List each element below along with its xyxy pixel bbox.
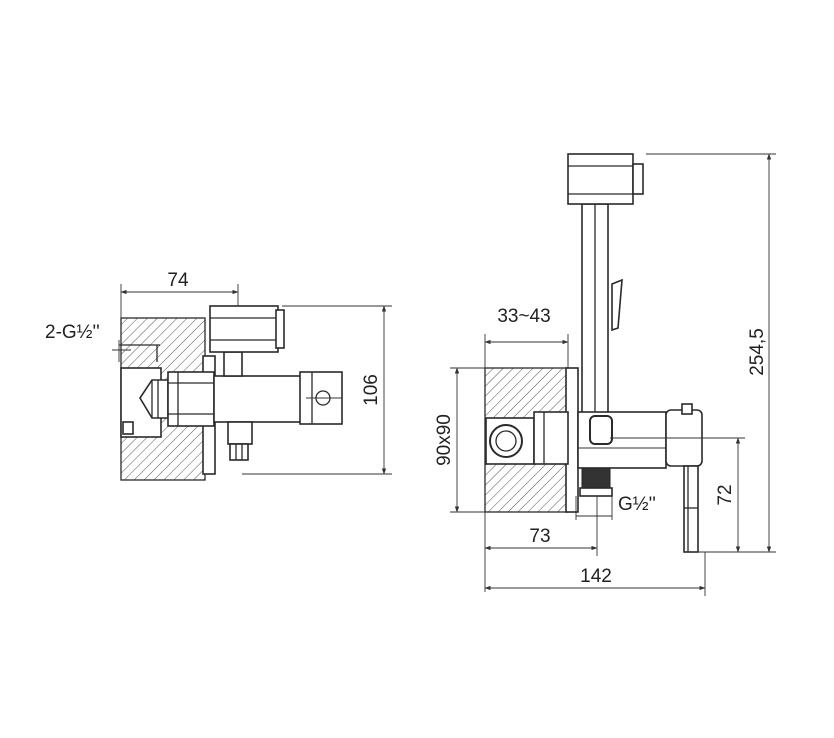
- side-view: 74 106 2-G½'': [45, 270, 392, 481]
- width-label: 74: [167, 270, 189, 291]
- dimension-plate: 90x90: [434, 367, 485, 513]
- thread-callout-side: 2-G½'': [45, 322, 131, 362]
- shower-rail: [567, 153, 644, 415]
- height-label: 106: [361, 374, 382, 406]
- dimension-total-height: 254,5: [646, 153, 776, 553]
- dimension-outlet-offset: 73: [484, 496, 598, 592]
- mixer-body-side: [167, 305, 343, 475]
- dimension-depth: 33~43: [484, 306, 569, 368]
- plate-label: 90x90: [434, 414, 455, 466]
- dimension-width-side: 74: [120, 270, 239, 318]
- outlet-height-label: 72: [715, 484, 736, 505]
- outlet-thread-callout: G½'': [575, 494, 656, 520]
- inlet-connectors: [119, 344, 169, 435]
- total-height-label: 254,5: [747, 328, 768, 376]
- outlet-thread-label: G½'': [618, 494, 656, 515]
- thread-label: 2-G½'': [45, 322, 100, 343]
- dimension-outlet-height: 72: [610, 437, 745, 553]
- dimension-height-side: 106: [242, 305, 392, 475]
- dimension-total-width: 142: [484, 552, 706, 596]
- outlet-offset-label: 73: [529, 526, 550, 547]
- depth-label: 33~43: [497, 306, 550, 327]
- front-view: 33~43 90x90 254,5 72 G½'': [434, 153, 776, 596]
- total-width-label: 142: [580, 566, 612, 587]
- mixer-body-front: [485, 403, 703, 553]
